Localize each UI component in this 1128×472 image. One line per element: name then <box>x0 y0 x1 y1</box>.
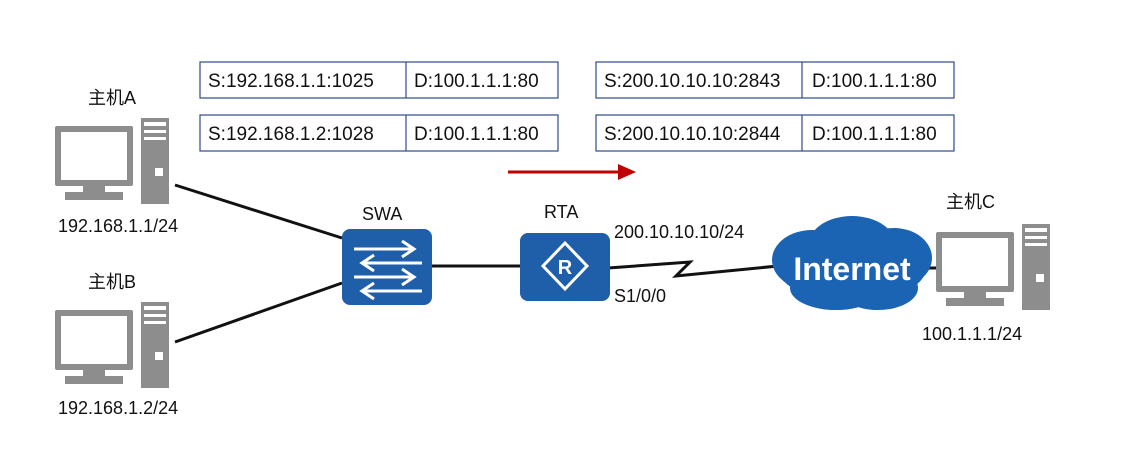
switch-label: SWA <box>362 204 402 224</box>
router-icon <box>520 233 610 301</box>
host-a-name: 主机A <box>88 88 136 108</box>
host-b-ip: 192.168.1.2/24 <box>58 398 178 418</box>
pc-icon <box>936 224 1050 310</box>
host-c-ip: 100.1.1.1/24 <box>922 324 1022 344</box>
direction-arrow <box>508 164 636 180</box>
nat-before-row1-destination: D:100.1.1.1:80 <box>414 71 539 92</box>
nat-after-row2-source: S:200.10.10.10:2844 <box>604 124 781 145</box>
host-b-name: 主机B <box>88 272 136 292</box>
switch-icon <box>342 229 432 305</box>
nat-table-before: S:192.168.1.1:1025 D:100.1.1.1:80 S:192.… <box>199 61 559 152</box>
nat-before-row2-destination: D:100.1.1.1:80 <box>414 124 539 145</box>
cloud-icon <box>772 216 932 310</box>
cloud-label: Internet <box>793 251 911 287</box>
router-rta: RTA R 200.10.10.10/24 S1/0/0 <box>520 202 744 306</box>
host-c: 主机C 100.1.1.1/24 <box>922 192 1050 344</box>
nat-after-row2-destination: D:100.1.1.1:80 <box>812 124 937 145</box>
link-hosta-swa <box>174 183 343 240</box>
serial-link <box>607 260 779 278</box>
host-a-ip: 192.168.1.1/24 <box>58 216 178 236</box>
nat-after-row1-source: S:200.10.10.10:2843 <box>604 71 780 92</box>
nat-before-row2-source: S:192.168.1.2:1028 <box>208 124 374 145</box>
link-hostb-swa <box>174 281 343 344</box>
nat-after-row1-destination: D:100.1.1.1:80 <box>812 71 937 92</box>
router-interface: S1/0/0 <box>614 286 666 306</box>
host-a: 主机A 192.168.1.1/24 <box>55 88 178 236</box>
pc-icon <box>55 118 169 204</box>
nat-before-row1-source: S:192.168.1.1:1025 <box>208 71 374 92</box>
router-wan-ip: 200.10.10.10/24 <box>614 222 744 242</box>
router-label: RTA <box>544 202 578 222</box>
host-b: 主机B 192.168.1.2/24 <box>55 272 178 418</box>
pc-icon <box>55 302 169 388</box>
host-c-name: 主机C <box>946 192 995 212</box>
switch-swa: SWA <box>342 204 432 305</box>
nat-table-after: S:200.10.10.10:2843 D:100.1.1.1:80 S:200… <box>595 61 955 152</box>
router-glyph: R <box>558 257 573 279</box>
internet-cloud: Internet <box>772 216 932 310</box>
